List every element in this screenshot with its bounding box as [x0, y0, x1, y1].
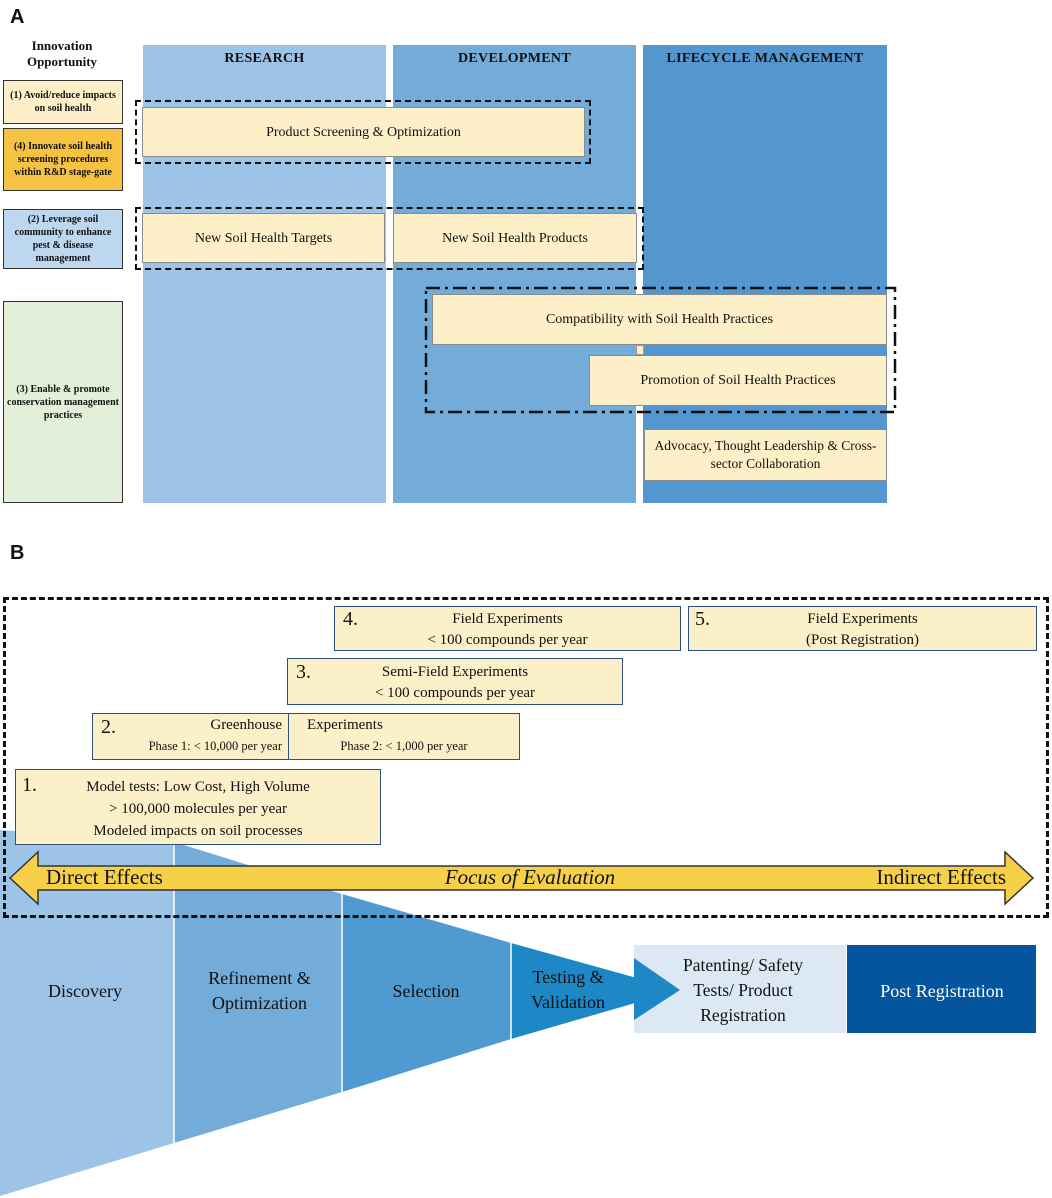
phase-discovery-label: Discovery	[48, 980, 122, 1001]
promotion-box: Promotion of Soil Health Practices	[589, 355, 887, 406]
phase-selection-label: Selection	[392, 980, 460, 1001]
innovation-opportunity-heading: Innovation Opportunity	[26, 38, 98, 69]
soil-community-dashed-group	[135, 207, 644, 270]
opportunity-avoid-impacts: (1) Avoid/reduce impacts on soil health	[3, 80, 123, 124]
stage-1-line-2: > 100,000 molecules per year	[109, 801, 287, 817]
direct-effects-label: Direct Effects	[46, 865, 163, 889]
stage-1-model-tests: 1. Model tests: Low Cost, High Volume > …	[15, 769, 381, 845]
stage-5-number: 5.	[695, 608, 710, 630]
funnel-selection	[342, 894, 511, 1092]
stage-1-line-3: Modeled impacts on soil processes	[93, 823, 303, 839]
stage-2-greenhouse-phase-1: 2. Greenhouse Phase 1: < 10,000 per year	[92, 713, 289, 760]
focus-of-evaluation-label: Focus of Evaluation	[444, 865, 616, 889]
connector-block	[636, 345, 644, 355]
funnel-testing	[511, 943, 680, 1039]
new-soil-health-targets-box: New Soil Health Targets	[142, 213, 385, 263]
phase-post-registration-label: Post Registration	[880, 980, 1004, 1001]
conservation-dash-dot-group	[424, 286, 897, 414]
opportunity-leverage-soil-community: (2) Leverage soil community to enhance p…	[3, 209, 123, 269]
compatibility-box: Compatibility with Soil Health Practices	[432, 294, 887, 345]
stage-1-line-1: Model tests: Low Cost, High Volume	[86, 779, 310, 795]
stage-5-line-2: (Post Registration)	[806, 632, 919, 648]
stage-3-line-1: Semi-Field Experiments	[381, 664, 529, 680]
stage-2-title-left: Greenhouse	[210, 717, 282, 733]
stage-3-semi-field: 3. Semi-Field Experiments < 100 compound…	[287, 658, 623, 705]
stage-3-line-2: < 100 compounds per year	[374, 685, 536, 701]
funnel-discovery	[0, 830, 174, 1196]
product-screening-dashed-group	[135, 100, 591, 164]
stage-1-number: 1.	[22, 774, 37, 796]
phase-testing-label: Testing & Validation	[531, 967, 605, 1012]
stage-4-line-1: Field Experiments	[452, 611, 563, 627]
indirect-effects-label: Indirect Effects	[876, 865, 1006, 889]
product-screening-box: Product Screening & Optimization	[142, 107, 585, 157]
stage-4-line-2: < 100 compounds per year	[427, 632, 588, 648]
panel-b-letter: B	[10, 542, 25, 564]
lifecycle-management-column: LIFECYCLE MANAGEMENT	[643, 45, 887, 503]
phase-registration-label: Patenting/ Safety Tests/ Product Registr…	[682, 954, 804, 1025]
lifecycle-management-column-label: LIFECYCLE MANAGEMENT	[666, 51, 864, 66]
post-registration-block	[847, 945, 1036, 1033]
stage-2-phase-1: Phase 1: < 10,000 per year	[148, 739, 282, 753]
stage-4-field-experiments: 4. Field Experiments < 100 compounds per…	[334, 606, 681, 651]
stage-2-phase-2: Phase 2: < 1,000 per year	[340, 739, 468, 753]
stage-5-line-1: Field Experiments	[807, 611, 918, 627]
opportunity-screening-procedures: (4) Innovate soil health screening proce…	[3, 128, 123, 191]
advocacy-box: Advocacy, Thought Leadership & Cross-sec…	[644, 429, 887, 481]
research-column-label: RESEARCH	[224, 51, 305, 66]
stage-2-number: 2.	[101, 716, 116, 738]
stage-5-post-registration-field: 5. Field Experiments (Post Registration)	[688, 606, 1037, 651]
new-soil-health-products-box: New Soil Health Products	[393, 213, 637, 263]
stage-3-number: 3.	[296, 661, 311, 683]
stage-2-greenhouse-phase-2: Experiments Phase 2: < 1,000 per year	[288, 713, 520, 760]
opportunity-conservation-practices: (3) Enable & promote conservation manage…	[3, 301, 123, 503]
stage-4-number: 4.	[343, 608, 358, 630]
phase-refinement-label: Refinement & Optimization	[208, 968, 311, 1013]
evaluation-dashed-frame	[3, 597, 1049, 918]
stage-2-title-right: Experiments	[307, 717, 383, 733]
development-column-label: DEVELOPMENT	[458, 51, 571, 66]
focus-of-evaluation-arrow	[8, 850, 1035, 906]
panel-a-letter: A	[10, 6, 25, 28]
